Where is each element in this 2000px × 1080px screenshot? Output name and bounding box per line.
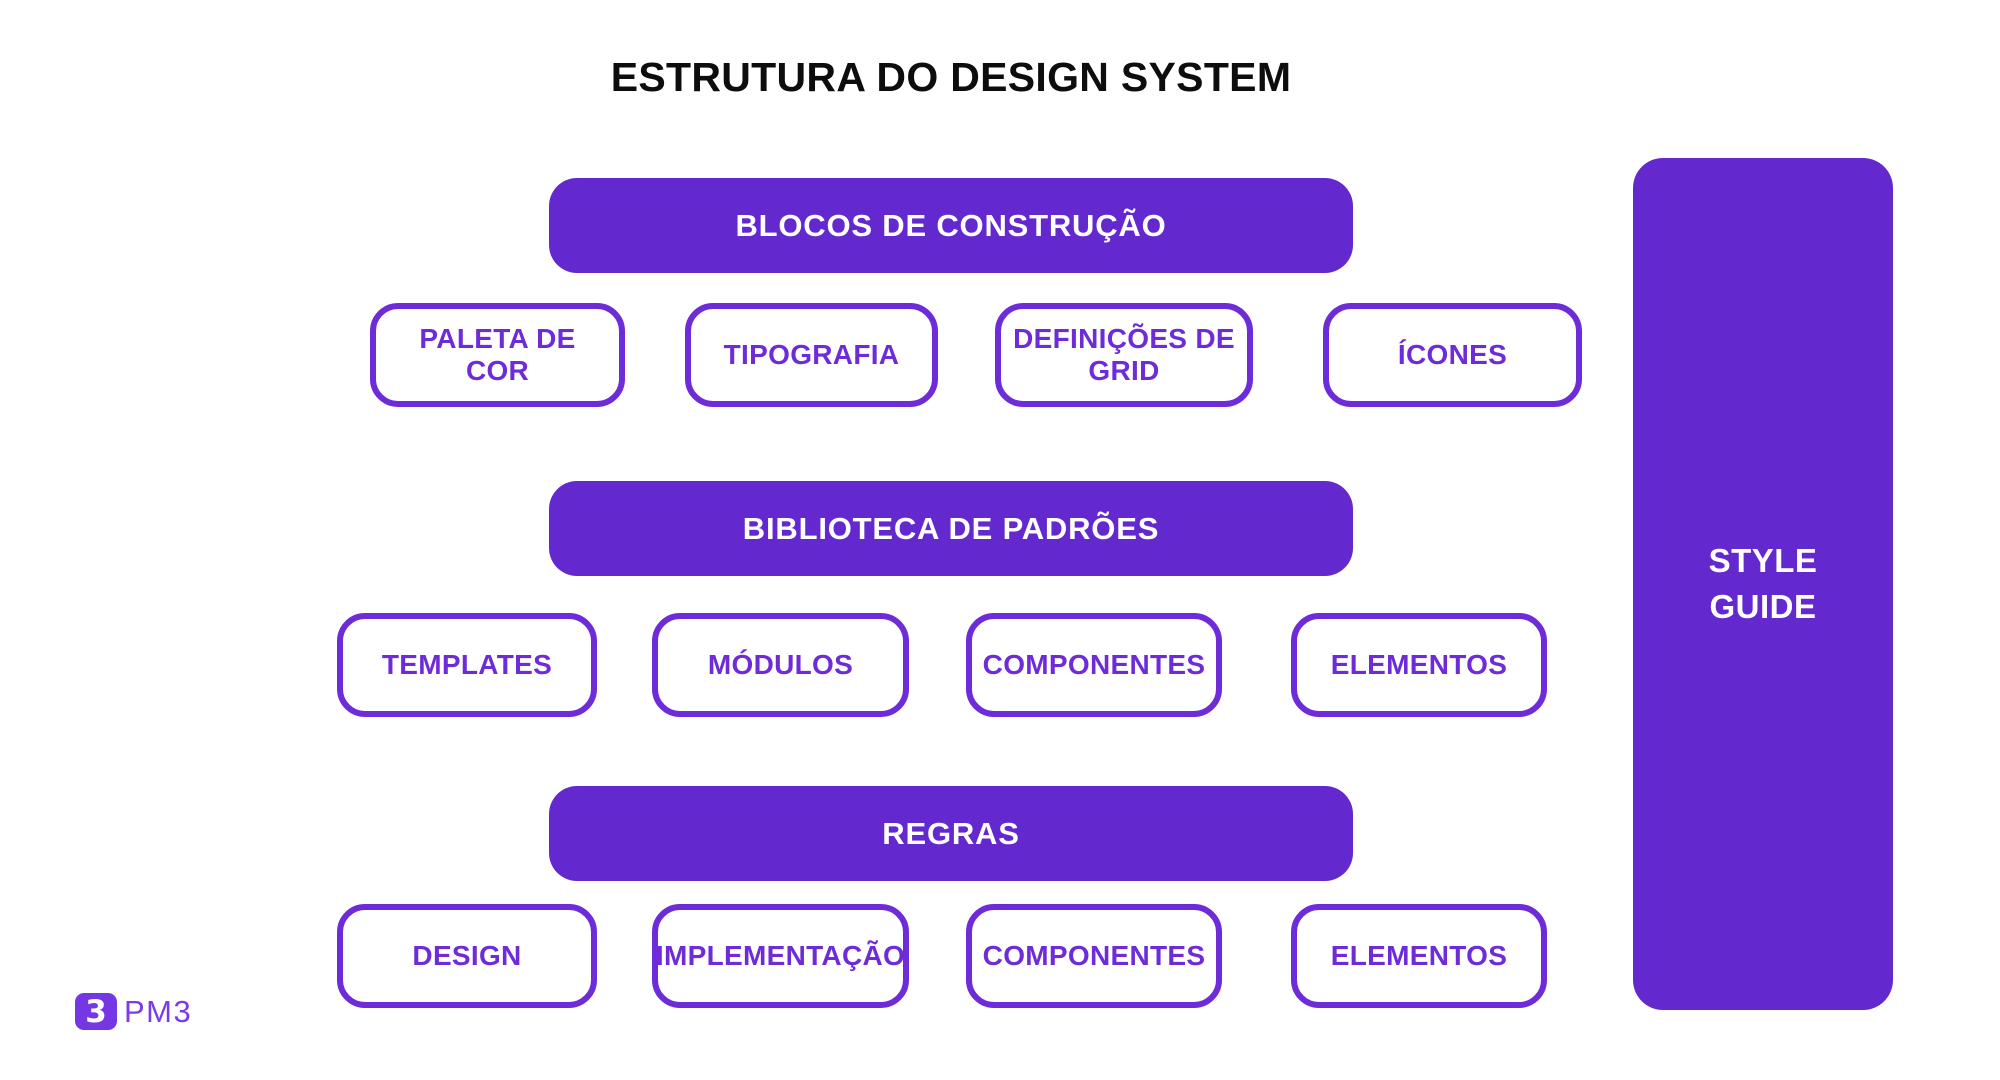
node-elementos-regras: ELEMENTOS [1291,904,1547,1008]
style-guide-panel: STYLE GUIDE [1633,158,1893,1010]
node-paleta-de-cor: PALETA DE COR [370,303,625,407]
node-elementos-padroes: ELEMENTOS [1291,613,1547,717]
node-label: MÓDULOS [707,648,854,680]
section-header-label: BIBLIOTECA DE PADRÕES [742,510,1160,546]
section-header-label: REGRAS [882,815,1020,851]
section-header-regras: REGRAS [549,786,1353,881]
node-label: ÍCONES [1397,338,1508,370]
node-templates: TEMPLATES [337,613,597,717]
pm3-logo-icon: 3 [75,993,117,1030]
node-tipografia: TIPOGRAFIA [685,303,938,407]
style-guide-label-line1: STYLE [1708,542,1818,579]
section-header-label: BLOCOS DE CONSTRUÇÃO [735,207,1167,243]
node-design: DESIGN [337,904,597,1008]
section-header-biblioteca-de-padroes: BIBLIOTECA DE PADRÕES [549,481,1353,576]
node-label: ELEMENTOS [1330,939,1508,971]
pm3-logo-text: PM3 [124,993,193,1029]
node-label: DESIGN [412,939,522,971]
page-title: ESTRUTURA DO DESIGN SYSTEM [610,54,1292,100]
node-label: COMPONENTES [982,648,1206,680]
node-implementacao: IMPLEMENTAÇÃO [652,904,909,1008]
node-label: ELEMENTOS [1330,648,1508,680]
node-modulos: MÓDULOS [652,613,909,717]
node-componentes-regras: COMPONENTES [966,904,1222,1008]
node-label: DEFINIÇÕES DE GRID [1013,322,1235,386]
node-label: TEMPLATES [381,648,553,680]
style-guide-label-line2: GUIDE [1709,588,1817,625]
node-label: IMPLEMENTAÇÃO [655,939,906,971]
node-icones: ÍCONES [1323,303,1582,407]
node-label: TIPOGRAFIA [723,338,900,370]
node-label: PALETA DE COR [419,322,576,386]
node-definicoes-de-grid: DEFINIÇÕES DE GRID [995,303,1253,407]
node-componentes-padroes: COMPONENTES [966,613,1222,717]
section-header-blocos-de-construcao: BLOCOS DE CONSTRUÇÃO [549,178,1353,273]
pm3-logo: 3 PM3 [75,993,192,1030]
node-label: COMPONENTES [982,939,1206,971]
